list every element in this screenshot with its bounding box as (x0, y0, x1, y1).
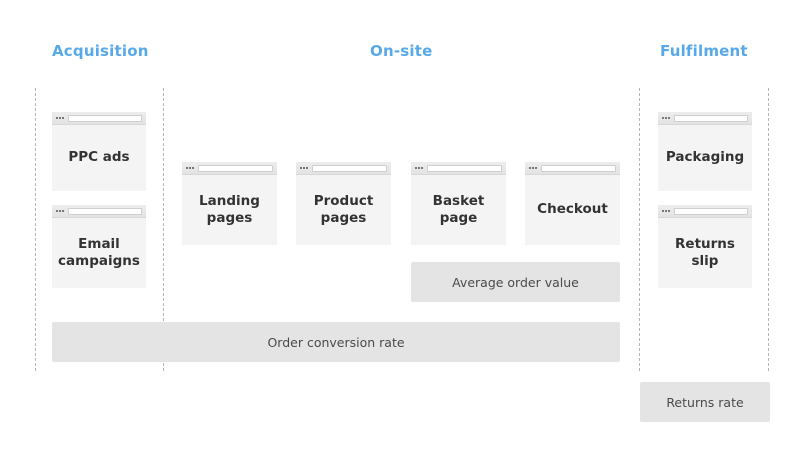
window-dots-icon (55, 210, 64, 212)
card-body: Checkout (525, 175, 620, 245)
card-body: Returns slip (658, 218, 752, 288)
card-returns-slip[interactable]: Returns slip (658, 205, 752, 288)
address-bar[interactable] (541, 164, 616, 172)
card-body: Email campaigns (52, 218, 146, 288)
card-basket-page[interactable]: Basket page (411, 162, 506, 245)
card-landing-pages[interactable]: Landing pages (182, 162, 277, 245)
divider-fulfilment-right (768, 88, 769, 371)
card-label-product-pages: Product pages (313, 192, 374, 226)
card-label-basket-page: Basket page (432, 192, 485, 226)
address-bar[interactable] (674, 207, 748, 215)
divider-acquisition-right (163, 88, 164, 371)
window-dots-icon (55, 117, 64, 119)
card-body: Landing pages (182, 175, 277, 245)
metric-label-returns-rate: Returns rate (666, 394, 744, 410)
divider-acquisition-left (35, 88, 36, 371)
card-label-packaging: Packaging (665, 149, 745, 166)
address-bar[interactable] (427, 164, 502, 172)
window-dots-icon (299, 167, 308, 169)
window-dots-icon (414, 167, 423, 169)
metric-returns-rate[interactable]: Returns rate (640, 382, 770, 422)
card-body: PPC ads (52, 125, 146, 191)
address-bar[interactable] (674, 114, 748, 122)
card-packaging[interactable]: Packaging (658, 112, 752, 191)
card-label-email-campaigns: Email campaigns (58, 235, 140, 269)
browser-chrome-bar (52, 112, 146, 125)
window-dots-icon (185, 167, 194, 169)
stage-label-on-site: On-site (370, 42, 433, 60)
browser-chrome-bar (296, 162, 391, 175)
address-bar[interactable] (198, 164, 273, 172)
card-body: Packaging (658, 125, 752, 191)
card-ppc-ads[interactable]: PPC ads (52, 112, 146, 191)
browser-chrome-bar (411, 162, 506, 175)
metric-order-conversion-rate[interactable]: Order conversion rate (52, 322, 620, 362)
browser-chrome-bar (525, 162, 620, 175)
card-label-landing-pages: Landing pages (199, 192, 260, 226)
browser-chrome-bar (658, 112, 752, 125)
window-dots-icon (528, 167, 537, 169)
card-label-ppc-ads: PPC ads (68, 149, 130, 166)
card-label-checkout: Checkout (537, 201, 608, 218)
card-product-pages[interactable]: Product pages (296, 162, 391, 245)
metric-label-order-conversion-rate: Order conversion rate (267, 334, 405, 350)
metric-average-order-value[interactable]: Average order value (411, 262, 620, 302)
card-email-campaigns[interactable]: Email campaigns (52, 205, 146, 288)
card-body: Basket page (411, 175, 506, 245)
address-bar[interactable] (68, 114, 142, 122)
stage-label-acquisition: Acquisition (52, 42, 149, 60)
card-checkout[interactable]: Checkout (525, 162, 620, 245)
browser-chrome-bar (182, 162, 277, 175)
stage-label-fulfilment: Fulfilment (660, 42, 748, 60)
card-body: Product pages (296, 175, 391, 245)
divider-onsite-right (639, 88, 640, 371)
window-dots-icon (661, 210, 670, 212)
window-dots-icon (661, 117, 670, 119)
browser-chrome-bar (658, 205, 752, 218)
address-bar[interactable] (312, 164, 387, 172)
card-label-returns-slip: Returns slip (675, 235, 735, 269)
browser-chrome-bar (52, 205, 146, 218)
address-bar[interactable] (68, 207, 142, 215)
metric-label-average-order-value: Average order value (452, 274, 579, 290)
